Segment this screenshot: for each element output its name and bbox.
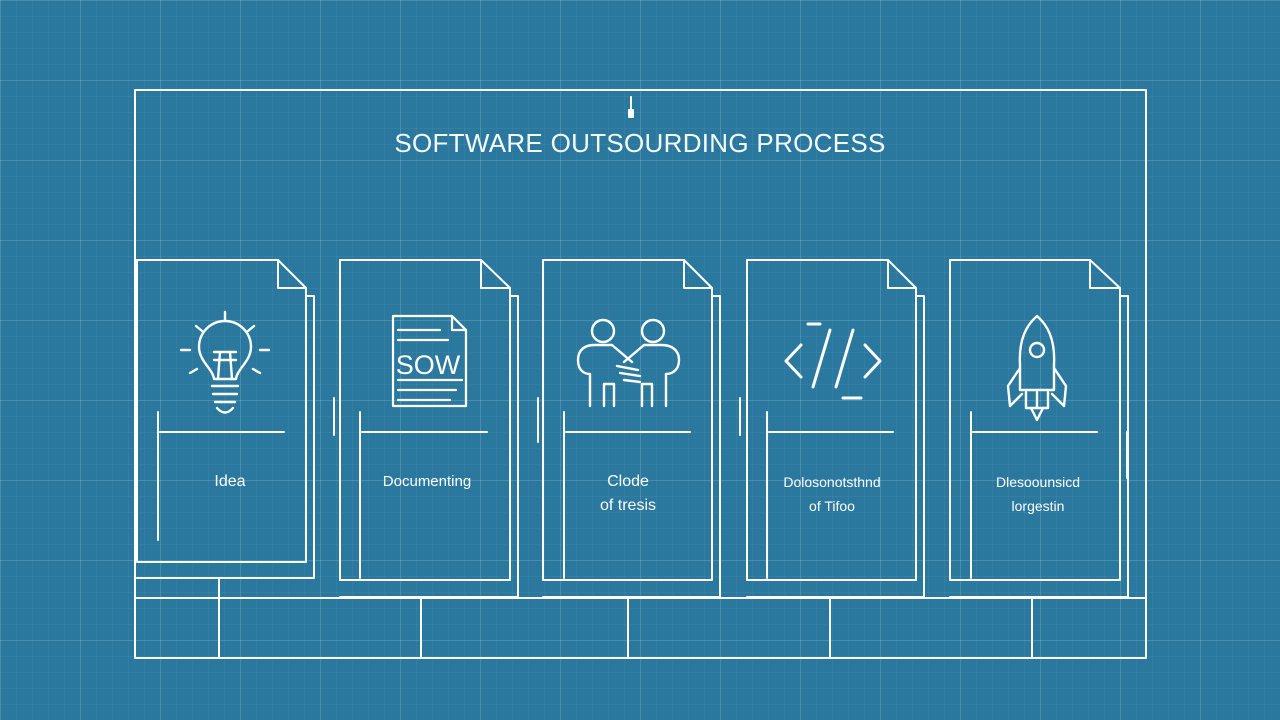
card-back-sheet	[136, 295, 315, 579]
sow-document-icon: SOW	[391, 314, 468, 408]
code-icon	[784, 322, 882, 400]
step-label-4: Dolosonotsthnd of Tifoo	[783, 474, 881, 514]
step-card-4	[739, 259, 925, 598]
card-back-sheet	[949, 295, 1129, 598]
card-fold	[887, 259, 917, 289]
step-card-3	[537, 259, 721, 598]
card-back-sheet	[339, 295, 519, 598]
card-sheet	[136, 259, 307, 563]
step-label-2: Documenting	[382, 473, 472, 490]
frame-pin-head	[628, 109, 634, 118]
card-sheet	[746, 259, 917, 581]
card-fold	[277, 259, 307, 289]
card-sheet	[542, 259, 713, 581]
lightbulb-icon	[179, 310, 271, 414]
card-sheet	[339, 259, 511, 581]
card-fold	[480, 259, 511, 289]
step-label-1: Idea	[214, 473, 246, 490]
diagram-title: SOFTWARE OUTSOURDING PROCESS	[394, 128, 886, 158]
rocket-icon	[1006, 314, 1068, 422]
step-card-1	[136, 259, 315, 579]
card-fold	[1089, 259, 1121, 289]
step-card-5	[949, 259, 1129, 598]
card-sheet	[949, 259, 1121, 581]
outer-frame	[134, 89, 1147, 659]
handshake-icon	[576, 318, 681, 408]
card-fold	[683, 259, 713, 289]
sow-text: SOW	[396, 350, 461, 380]
card-back-sheet	[746, 295, 925, 598]
card-back-sheet	[542, 295, 721, 598]
step-card-2	[333, 259, 519, 598]
step-label-3: Clode of tresis	[599, 473, 656, 514]
step-label-5: Dlesoounsicd lorgestin	[995, 474, 1081, 514]
